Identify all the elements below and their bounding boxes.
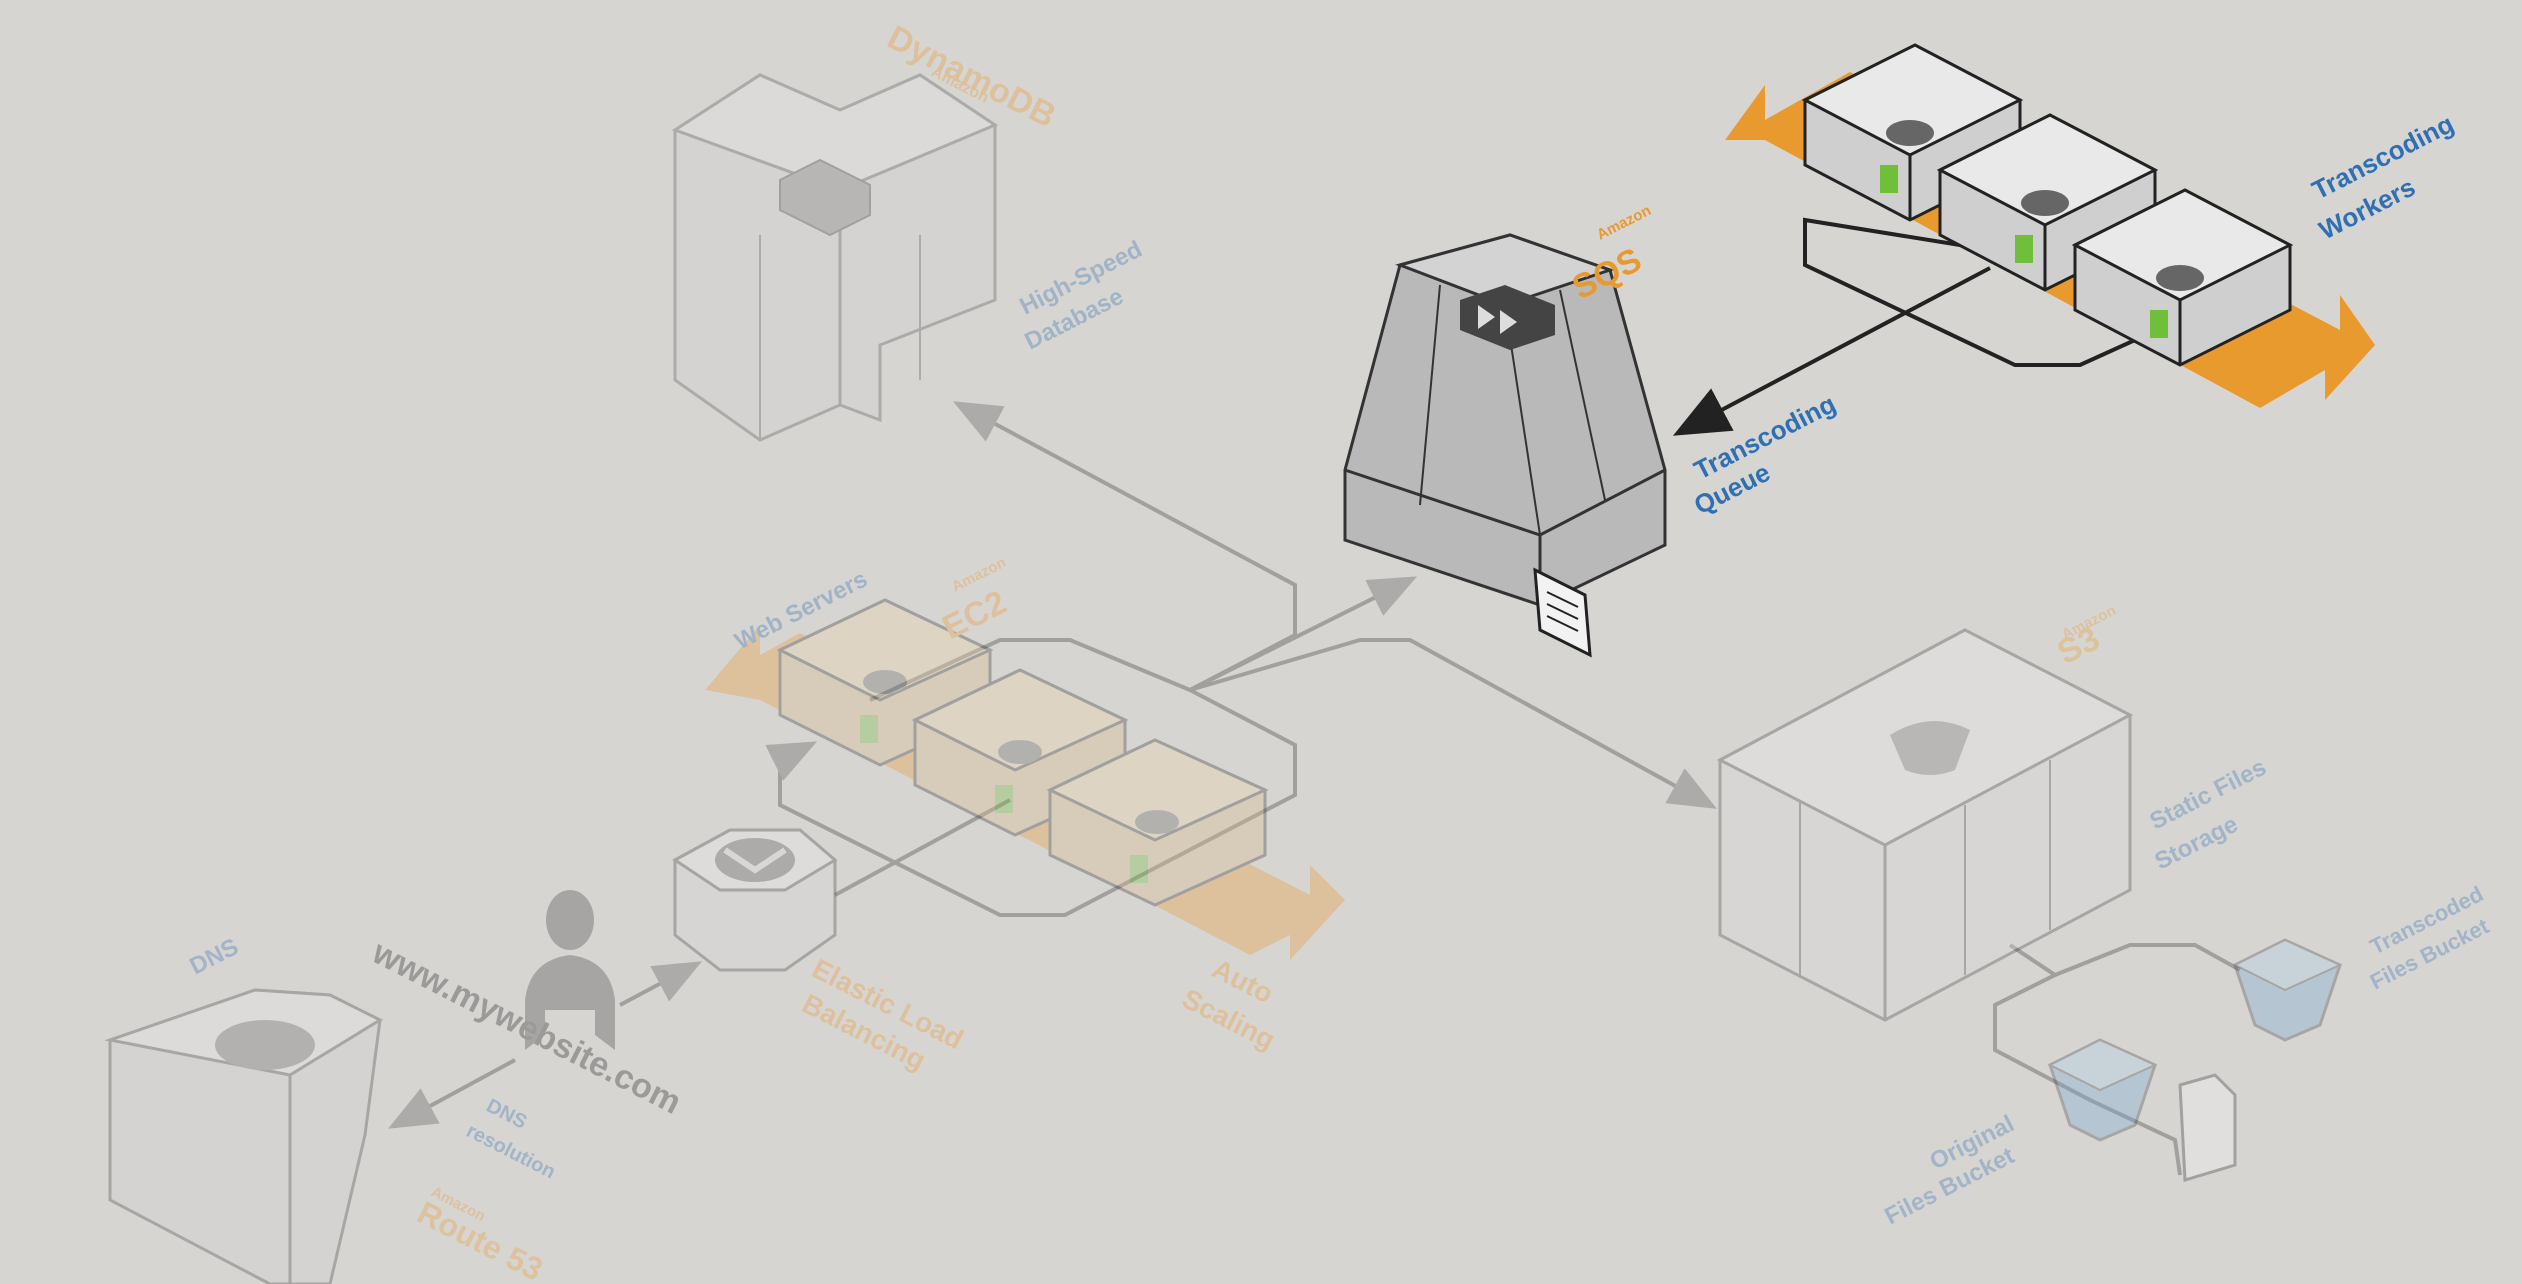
arrow-to-s3 <box>1189 638 1718 809</box>
load-balancer-icon <box>672 828 838 972</box>
s3-bucket-links-2 <box>2054 943 2241 977</box>
web-server-3 <box>1046 738 1269 907</box>
web-server-loop-top <box>869 638 1191 702</box>
dynamodb-icon <box>671 73 999 442</box>
dynamodb-node: Amazon DynamoDB High-Speed Database <box>671 18 1147 442</box>
dns-node: DNS DNS resolution Amazon Route 53 <box>104 933 559 1284</box>
autoscaling-band <box>705 625 1345 960</box>
ec2-brand: Amazon <box>949 554 1009 596</box>
file-document-icon <box>2178 1073 2237 1182</box>
s3-node: Amazon S3 Static Files Storage <box>1716 602 2271 1022</box>
arrow-workers-to-queue <box>1672 266 1991 436</box>
arrow-user-to-elb <box>619 961 703 1007</box>
user-node: www.mywebsite.com <box>365 890 687 1122</box>
arrow-user-to-dns <box>387 1058 516 1129</box>
workers-loop <box>1803 217 2246 367</box>
arrow-elb-to-ec2 <box>834 798 1011 897</box>
s3-bucket-links <box>1993 943 2182 1176</box>
arrow-to-sqs <box>1189 576 1418 692</box>
connector-lines <box>387 401 2241 1176</box>
ec2-name: EC2 <box>936 583 1012 647</box>
original-bucket-icon <box>2047 1038 2158 1142</box>
dns-resolution-2: resolution <box>463 1120 559 1183</box>
sqs-icon <box>1343 233 1667 607</box>
ec2-web-servers-node: Web Servers Amazon EC2 Auto Scaling <box>705 554 1345 1056</box>
web-server-2 <box>911 668 1129 837</box>
message-document-icon <box>1533 567 1592 658</box>
s3-storage-icon <box>1716 628 2134 1022</box>
transcoded-bucket-icon <box>2232 938 2343 1042</box>
elb-node: Elastic Load Balancing <box>672 828 968 1076</box>
sqs-node: Amazon SQS Transcoding Queue <box>1343 202 1840 658</box>
web-server-1 <box>776 598 994 767</box>
user-url: www.mywebsite.com <box>365 933 687 1122</box>
worker-server-3 <box>2071 188 2294 367</box>
web-server-loop <box>765 688 1297 917</box>
sqs-brand: Amazon <box>1594 202 1654 244</box>
transcoding-workers-node: Transcoding Workers <box>1672 43 2458 436</box>
user-icon <box>525 890 615 1050</box>
route53-icon <box>104 988 384 1284</box>
arrow-to-dynamodb <box>952 401 1297 692</box>
dns-caption: DNS <box>185 933 242 980</box>
